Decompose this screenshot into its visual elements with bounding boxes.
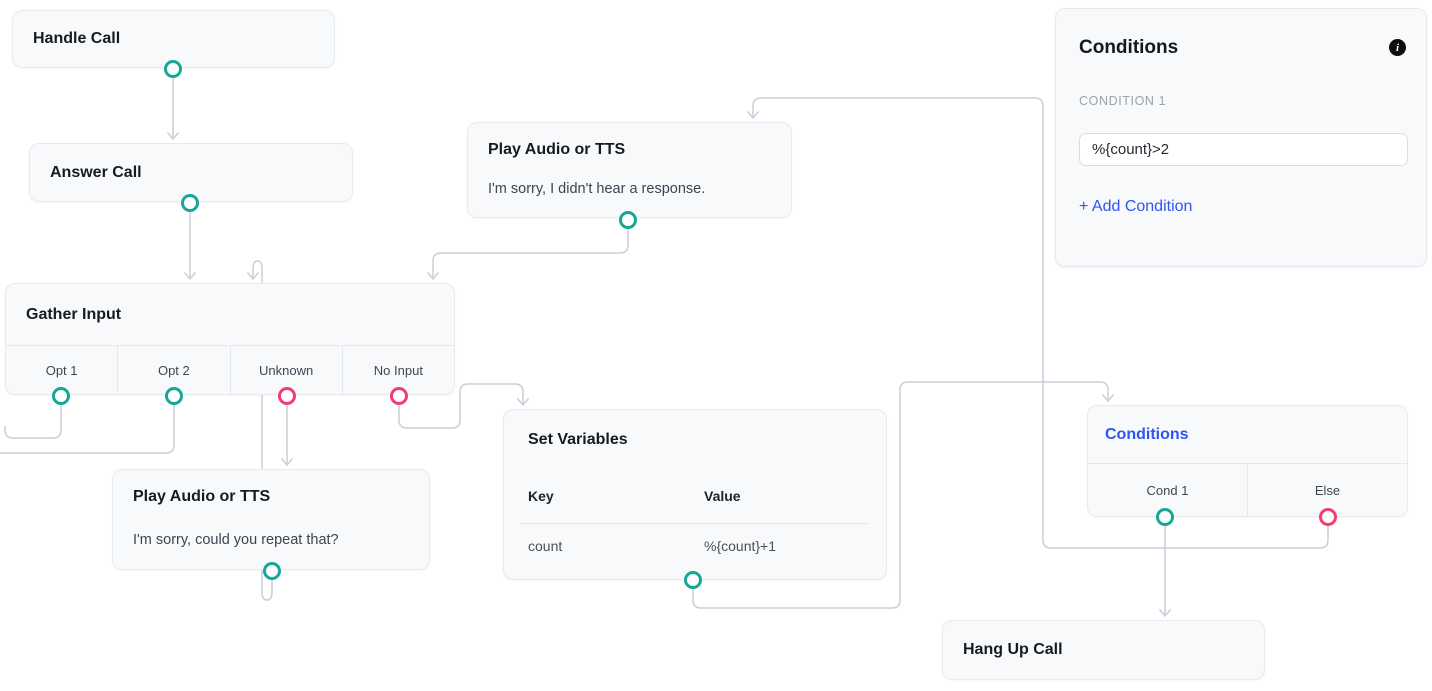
arrowhead <box>183 272 197 281</box>
output-handle-else[interactable] <box>1318 507 1337 526</box>
node-conditions[interactable]: Conditions Cond 1 Else <box>1087 405 1408 517</box>
arrowhead <box>426 272 440 281</box>
conditions-panel: Conditions i CONDITION 1 + Add Condition <box>1055 8 1427 267</box>
edge-opt2-exit <box>0 405 175 454</box>
output-handle-opt-2[interactable] <box>164 386 183 405</box>
arrowhead <box>166 132 180 141</box>
port-opt-1: Opt 1 <box>45 363 78 378</box>
variable-key: count <box>528 538 563 554</box>
node-title: Handle Call <box>33 30 121 47</box>
node-title: Hang Up Call <box>963 641 1063 658</box>
output-handle-opt-1[interactable] <box>51 386 70 405</box>
arrowhead <box>746 111 760 120</box>
node-message-text: I'm sorry, I didn't hear a response. <box>488 181 706 197</box>
panel-title: Conditions <box>1079 37 1179 58</box>
node-title: Answer Call <box>50 163 142 181</box>
edge-playrepeat-loop-to-gather <box>252 260 273 601</box>
edge-opt1-exit <box>4 405 62 439</box>
output-handle-answer-call[interactable] <box>180 193 199 212</box>
table-divider <box>521 523 868 524</box>
port-opt-2: Opt 2 <box>117 346 229 395</box>
node-handle-call[interactable]: Handle Call <box>12 10 335 68</box>
arrowhead <box>246 272 260 281</box>
edge-noinput-to-setvars <box>398 383 524 429</box>
gather-input-ports: Opt 1 Opt 2 Unknown No Input <box>6 346 454 395</box>
output-handle-play-repeat[interactable] <box>262 561 281 580</box>
node-title: Conditions <box>1105 425 1189 443</box>
port-unknown: Unknown <box>229 346 342 395</box>
output-handle-play-no-response[interactable] <box>618 210 637 229</box>
column-header-value: Value <box>704 488 741 504</box>
node-play-audio-no-response[interactable]: Play Audio or TTS I'm sorry, I didn't he… <box>467 122 792 218</box>
node-set-variables[interactable]: Set Variables Key Value count %{count}+1 <box>503 409 887 580</box>
output-handle-unknown[interactable] <box>277 386 296 405</box>
output-handle-no-input[interactable] <box>389 386 408 405</box>
node-title: Gather Input <box>26 305 122 323</box>
arrowhead <box>1101 394 1115 403</box>
node-gather-input[interactable]: Gather Input Opt 1 Opt 2 Unknown No Inpu… <box>5 283 455 395</box>
variable-value: %{count}+1 <box>704 538 777 554</box>
condition-expression-input[interactable] <box>1079 133 1408 166</box>
conditions-ports: Cond 1 Else <box>1088 464 1407 517</box>
output-handle-cond-1[interactable] <box>1155 507 1174 526</box>
port-else: Else <box>1247 464 1407 517</box>
arrowhead <box>516 398 530 407</box>
node-hang-up-call[interactable]: Hang Up Call <box>942 620 1265 680</box>
output-handle-set-variables[interactable] <box>683 570 702 589</box>
column-header-key: Key <box>528 488 554 504</box>
node-title: Play Audio or TTS <box>488 141 626 158</box>
arrowhead <box>1158 609 1172 618</box>
port-cond-1: Cond 1 <box>1146 483 1189 498</box>
port-no-input: No Input <box>341 346 454 395</box>
arrowhead <box>280 458 294 467</box>
edge-playtop-to-gather <box>432 229 629 278</box>
node-title: Play Audio or TTS <box>133 488 271 505</box>
node-title: Set Variables <box>528 431 628 448</box>
node-message-text: I'm sorry, could you repeat that? <box>133 532 339 548</box>
edge-else-to-playtop <box>752 97 1329 549</box>
condition-section-label: CONDITION 1 <box>1079 94 1167 108</box>
add-condition-link[interactable]: + Add Condition <box>1079 198 1193 215</box>
node-answer-call[interactable]: Answer Call <box>29 143 353 202</box>
edge-setvars-to-conditions <box>692 381 1109 609</box>
output-handle-handle-call[interactable] <box>163 59 182 78</box>
node-play-audio-repeat[interactable]: Play Audio or TTS I'm sorry, could you r… <box>112 469 430 570</box>
info-icon[interactable]: i <box>1389 39 1406 56</box>
